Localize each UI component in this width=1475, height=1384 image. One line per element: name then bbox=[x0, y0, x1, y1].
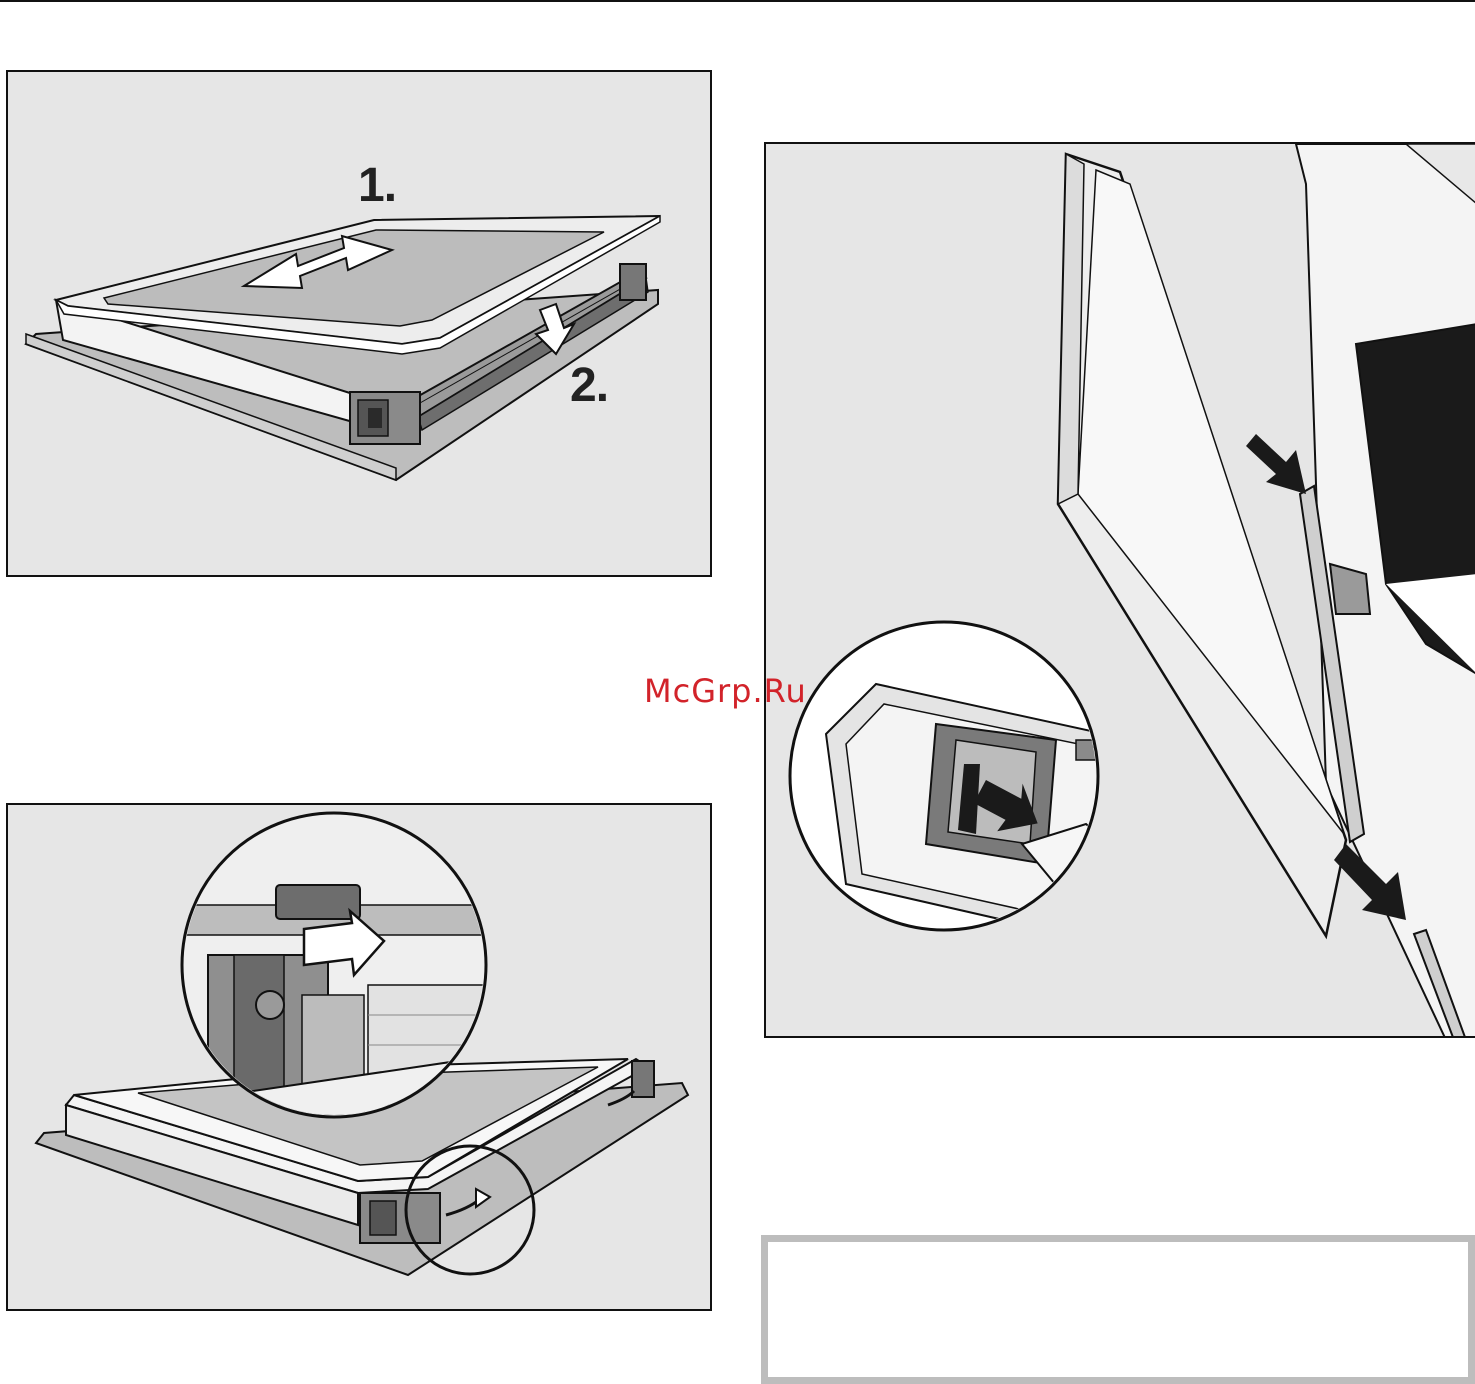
top-rule bbox=[0, 0, 1475, 2]
note-box bbox=[761, 1235, 1475, 1384]
step-2-label: 2. bbox=[570, 358, 608, 413]
door-illustration-3 bbox=[766, 144, 1475, 1038]
figure-glass-panel-removal: 1. 2. bbox=[6, 70, 712, 577]
door-illustration-2 bbox=[8, 805, 712, 1311]
watermark-text: McGrp.Ru bbox=[644, 672, 807, 710]
door-illustration-1 bbox=[8, 72, 712, 577]
figure-door-removal bbox=[764, 142, 1475, 1038]
figure-clip-release bbox=[6, 803, 712, 1311]
step-1-label: 1. bbox=[358, 158, 396, 213]
